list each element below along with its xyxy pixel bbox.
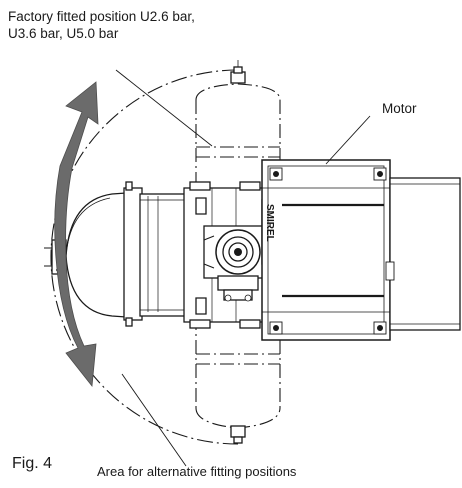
motor-callout: Motor	[382, 101, 417, 116]
factory-position-callout: Factory fitted position U2.6 bar, U3.6 b…	[8, 8, 195, 42]
leader-factory-position	[115, 69, 213, 147]
leader-alternative-area	[121, 373, 187, 467]
vessel-top-valve	[230, 60, 246, 84]
factory-position-line-2: U3.6 bar, U5.0 bar	[8, 26, 119, 41]
brand-mark: SMIREL	[264, 204, 275, 242]
pressure-connection	[203, 225, 265, 302]
factory-position-line-1: Factory fitted position U2.6 bar,	[8, 9, 195, 24]
leader-motor	[325, 115, 371, 165]
figure-label: Fig. 4	[12, 455, 53, 472]
alternative-area-arc	[50, 69, 239, 445]
vessel-bottom-valve	[230, 425, 246, 444]
motor	[261, 159, 461, 341]
alternative-area-callout: Area for alternative fitting positions	[97, 464, 297, 479]
rotation-arrow-icon	[54, 81, 99, 388]
